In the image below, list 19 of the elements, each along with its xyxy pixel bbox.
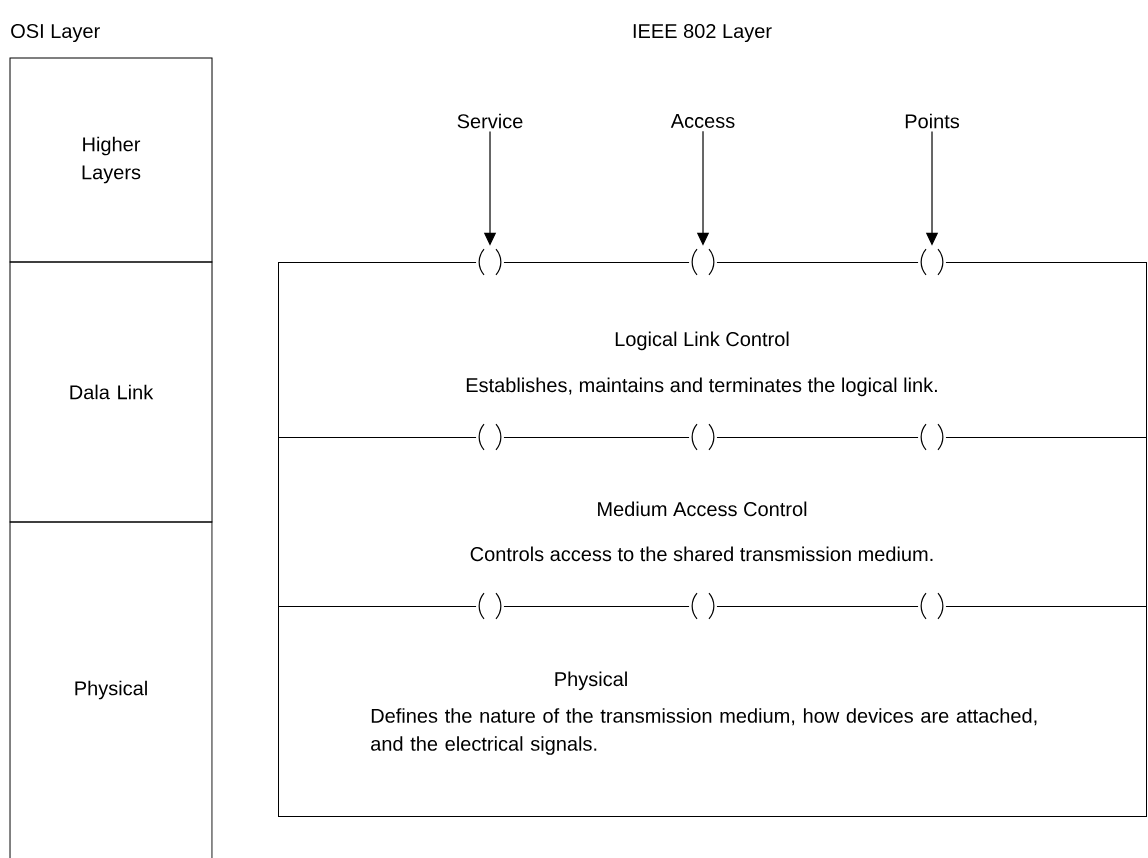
- access-point-symbol: [918, 423, 946, 451]
- access-point-symbol: [689, 592, 717, 620]
- layer-box: Higher Layers: [9, 57, 213, 263]
- access-point-symbol: [918, 248, 946, 276]
- layer-band: Physical Defines the nature of the transmission medium, how devices are attached, and the electrical signals.: [278, 606, 1147, 817]
- access-point-symbol: [476, 592, 504, 620]
- point-label: Service: [457, 113, 523, 129]
- point-label: Points: [905, 113, 960, 129]
- point-label: Access: [670, 114, 735, 128]
- column-heading: IEEE 802 Layer: [633, 23, 772, 43]
- layer-box: Dala Link: [9, 261, 213, 523]
- layer-box: Physical: [9, 521, 213, 858]
- access-point-symbol: [689, 423, 717, 451]
- access-point-symbol: [918, 592, 946, 620]
- access-point-symbol: [476, 248, 504, 276]
- layer-band: Medium Access Control Controls access to the shared transmission medium.: [278, 437, 1147, 607]
- access-point-symbol: [476, 423, 504, 451]
- access-point-symbol: [689, 248, 717, 276]
- layer-band: Logical Link Control Establishes, maintains and terminates the logical link.: [278, 262, 1147, 438]
